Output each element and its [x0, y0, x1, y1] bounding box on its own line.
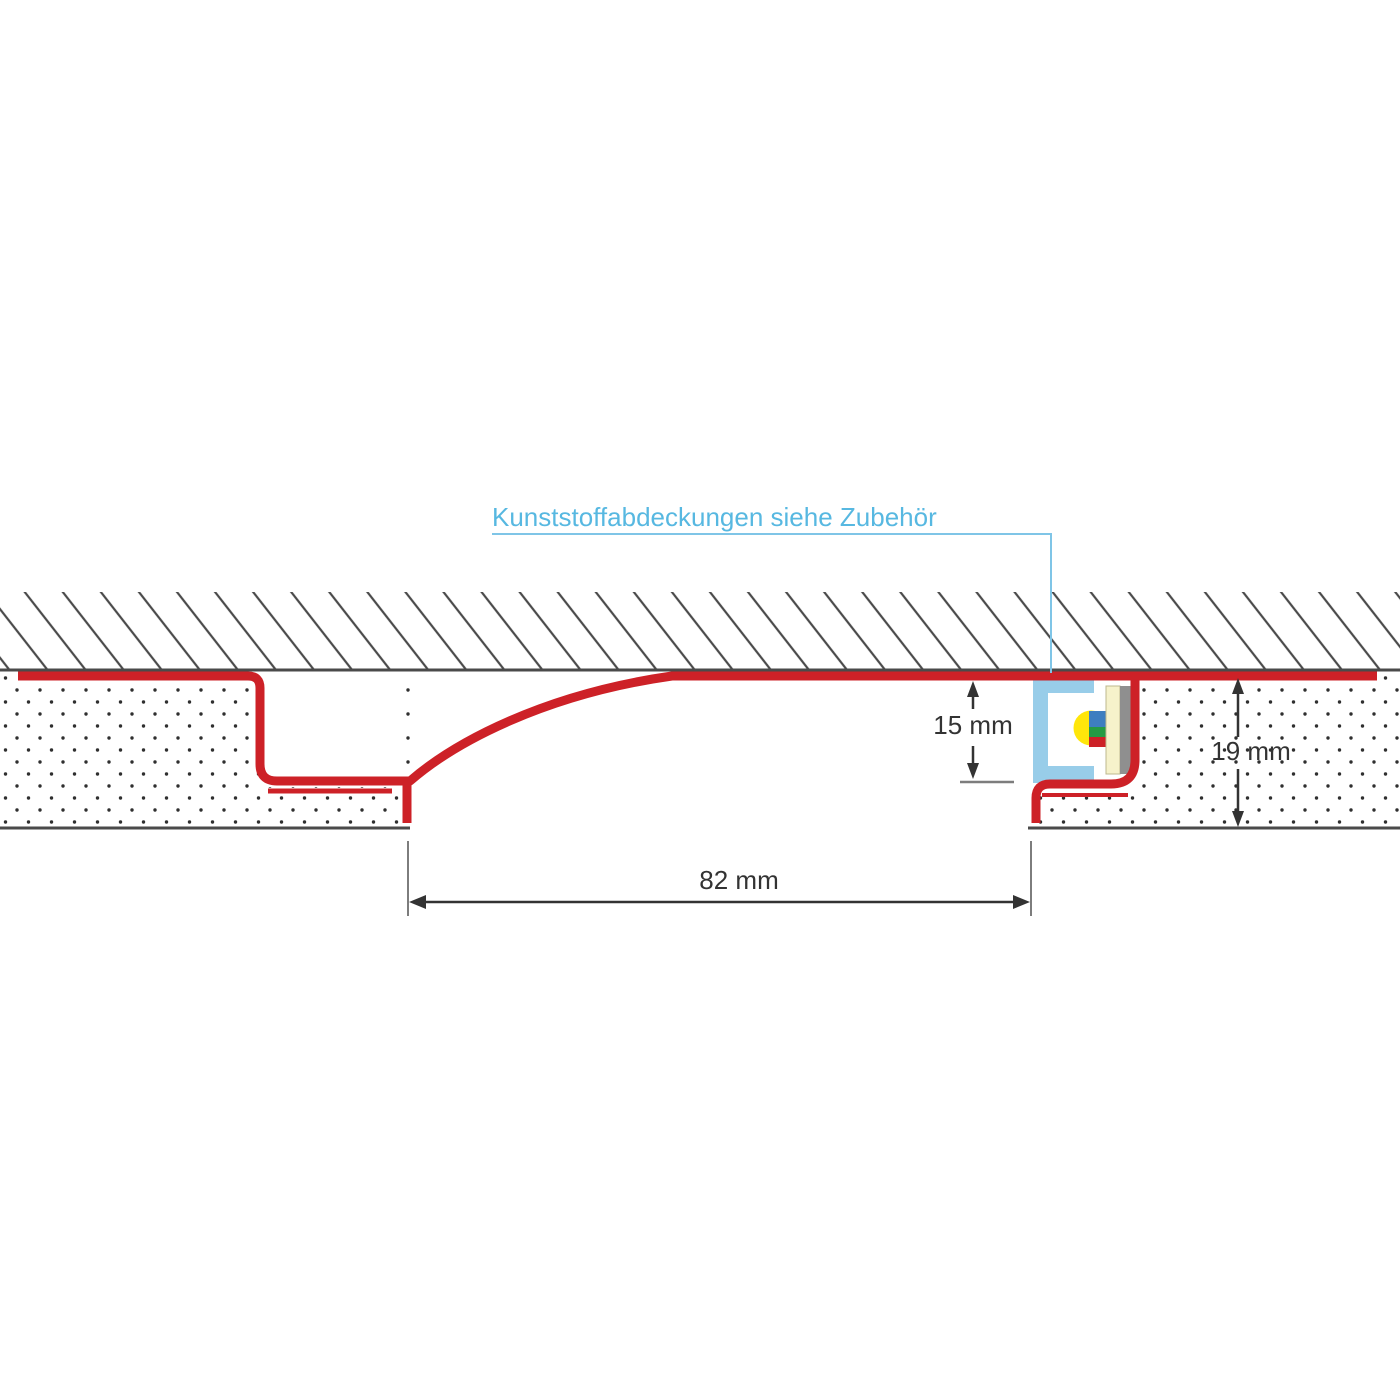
arrowhead-down-icon	[967, 763, 979, 779]
arrowhead-right-icon	[1013, 895, 1030, 909]
plasterboard-right-body	[1031, 673, 1400, 827]
cove-profile	[18, 671, 1377, 823]
led-strip	[1073, 685, 1131, 775]
plasterboard-right	[1031, 673, 1400, 827]
dimension-82mm: 82 mm	[407, 841, 1032, 916]
dim-15mm-label: 15 mm	[933, 710, 1012, 740]
ceiling-hatch-band	[0, 592, 1400, 670]
led-mount-plate	[1120, 686, 1131, 774]
dim-82mm-label: 82 mm	[699, 865, 778, 895]
cover-back-bar	[1033, 677, 1048, 783]
annotation: Kunststoffabdeckungen siehe Zubehör	[492, 502, 1052, 673]
leader-line	[492, 533, 1052, 673]
annotation-label: Kunststoffabdeckungen siehe Zubehör	[492, 502, 937, 532]
arrowhead-left-icon	[409, 895, 426, 909]
led-layer-green	[1089, 727, 1106, 737]
dimension-15mm: 15 mm	[933, 681, 1014, 784]
arrowhead-down-icon	[1232, 811, 1244, 827]
led-channel	[1033, 677, 1132, 783]
arrowhead-up-icon	[967, 681, 979, 697]
dimension-19mm: 19 mm	[1211, 678, 1291, 827]
cover-top-arm	[1033, 677, 1094, 693]
ceiling-structure	[0, 592, 1400, 670]
profile-main-outline	[18, 671, 1377, 786]
led-layer-red	[1089, 737, 1106, 747]
cover-bottom-arm	[1033, 766, 1094, 782]
trough-cutout	[262, 670, 406, 787]
arrowhead-up-icon	[1232, 678, 1244, 694]
plasterboard-left	[0, 670, 410, 827]
profile-right-wall-step	[1031, 676, 1140, 823]
led-pcb	[1105, 685, 1121, 775]
boundary-lines	[0, 668, 1400, 830]
channel-cover-profile	[1033, 677, 1094, 783]
led-layer-blue	[1089, 711, 1106, 727]
dim-19mm-label: 19 mm	[1211, 736, 1290, 766]
